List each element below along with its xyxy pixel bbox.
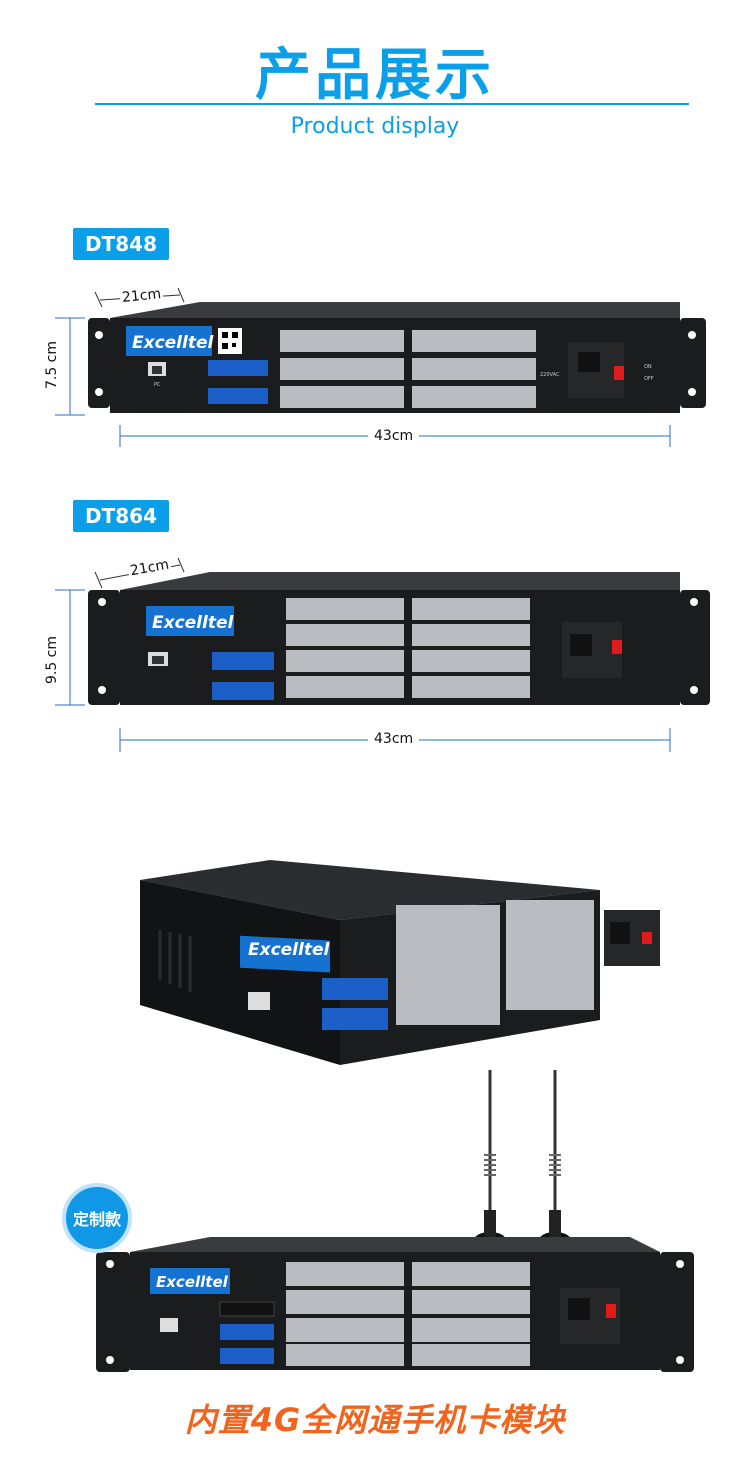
dt848-width-label: 43cm [368,428,420,444]
page-title: 产品展示 [255,43,495,108]
dt848-height-label: 7.5 cm [44,340,61,390]
dt864-width-label: 43cm [368,731,420,747]
svg-text:ON: ON [644,364,652,370]
dt848-product-image: Excelltel PC 220VAC ON OFF [55,287,706,447]
antennas-image [474,1070,571,1248]
svg-text:220VAC: 220VAC [540,372,560,378]
dt864-product-image: Excelltel [55,557,710,752]
power-panel-perspective [604,910,660,966]
svg-text:Excelltel: Excelltel [248,940,330,960]
custom-badge: 定制款 [62,1183,132,1253]
svg-text:PC: PC [154,382,161,388]
page-subtitle: Product display [290,114,460,139]
svg-text:Excelltel: Excelltel [132,333,214,353]
dt864-height-label: 9.5 cm [44,635,61,685]
svg-text:Excelltel: Excelltel [152,613,234,633]
custom-caption: 内置4G全网通手机卡模块 [184,1401,566,1439]
svg-text:OFF: OFF [644,376,654,382]
svg-text:Excelltel: Excelltel [156,1273,229,1291]
model-tag-dt864: DT864 [73,500,169,532]
custom-device-image: Excelltel [96,1237,694,1372]
device-perspective-image: Excelltel [140,860,600,1065]
model-tag-dt848: DT848 [73,228,169,260]
title-divider [95,103,689,105]
